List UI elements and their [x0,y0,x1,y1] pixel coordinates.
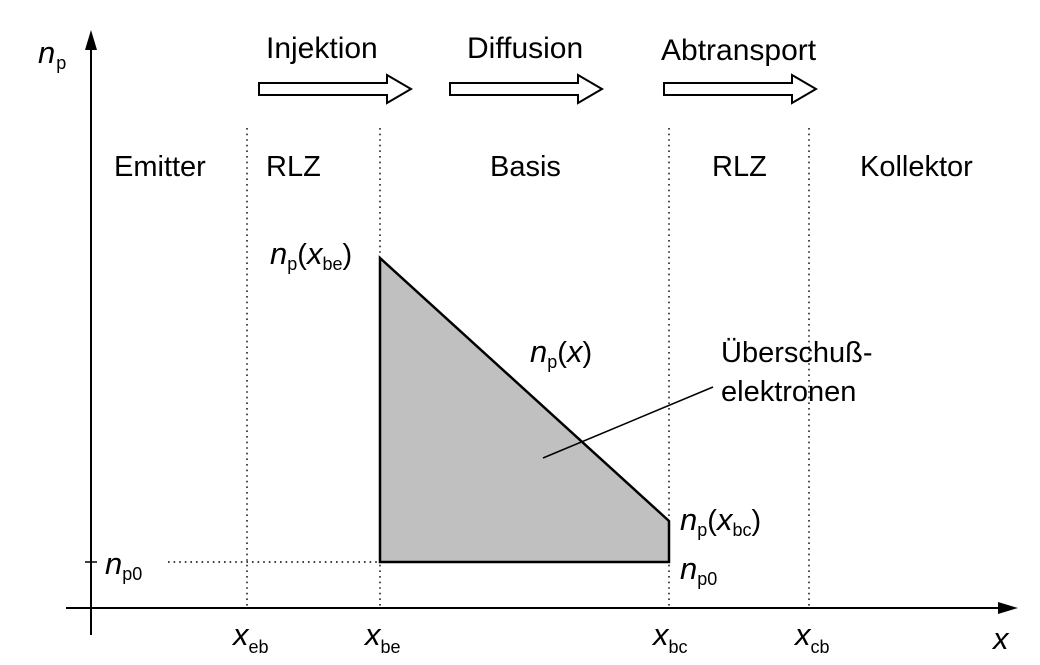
x-tick-eb: xeb [231,617,269,657]
np-xbe-open: ( [297,239,307,271]
np0-left-sub: p0 [122,564,142,584]
np-xbe-label: np(xbe) [270,236,352,274]
region-rlz-left-label: RLZ [266,151,321,183]
x-tick-cb-symbol: x [793,617,812,652]
excess-electron-area [378,255,671,564]
annotation-line-1: Überschuß- [721,337,873,369]
diffusion-label: Diffusion [467,32,583,65]
x-tick-cb: xcb [793,617,830,657]
np-x-label: np(x) [530,334,592,372]
x-tick-be-symbol: x [363,617,382,652]
np-xbe-x: x [305,236,324,271]
np-x-close: ) [582,337,592,369]
annotation-pointer [542,386,714,459]
y-axis-subscript: p [56,53,66,73]
x-tick-be: xbe [363,617,401,657]
x-tick-eb-symbol: x [231,617,250,652]
np-xbc-n: n [680,502,697,537]
region-basis-label: Basis [490,151,561,183]
y-axis-arrowhead [85,30,97,50]
np-x-n: n [530,334,547,369]
region-emitter-label: Emitter [114,151,206,183]
np-xbc-x-sub: bc [732,520,751,540]
np-xbc-n-sub: p [697,520,707,540]
annotation-line-2: elektronen [721,376,856,408]
np-xbc-x: x [715,502,734,537]
transport-arrow-shape [663,73,818,105]
np0-left-n: n [105,546,122,581]
np-xbc-label: np(xbc) [680,502,761,540]
injection-arrow-shape [258,73,413,105]
np-x-n-sub: p [547,352,557,372]
np-xbe-x-sub: be [322,254,342,274]
diffusion-arrow-shape [449,73,604,105]
np-x-open: ( [557,337,567,369]
y-axis-label: np [38,35,66,73]
region-rlz-right-label: RLZ [712,151,767,183]
diffusion-arrow [449,73,604,105]
np0-right-label: np0 [680,551,717,589]
x-tick-cb-subscript: cb [811,637,830,657]
np-xbc-open: ( [707,505,717,537]
np-xbe-n: n [270,236,287,271]
region-collector-label: Kollektor [860,151,973,183]
x-tick-eb-subscript: eb [249,637,269,657]
np-xbe-close: ) [342,239,352,271]
np-xbe-n-sub: p [287,254,297,274]
x-axis-arrowhead [998,602,1018,614]
injection-arrow [258,73,413,105]
np0-left-label: np0 [105,546,142,584]
injection-label: Injektion [266,32,378,65]
x-tick-bc: xbc [651,617,688,657]
np-x-x: x [565,334,584,369]
np-xbc-close: ) [751,505,761,537]
np0-right-n: n [680,551,697,586]
y-axis-symbol: n [38,35,55,70]
x-tick-be-subscript: be [381,637,401,657]
x-tick-bc-subscript: bc [669,637,688,657]
x-axis-label: x [991,621,1010,656]
np0-right-sub: p0 [697,569,717,589]
transport-label: Abtransport [661,34,817,67]
x-tick-bc-symbol: x [651,617,670,652]
transport-arrow [663,73,818,105]
